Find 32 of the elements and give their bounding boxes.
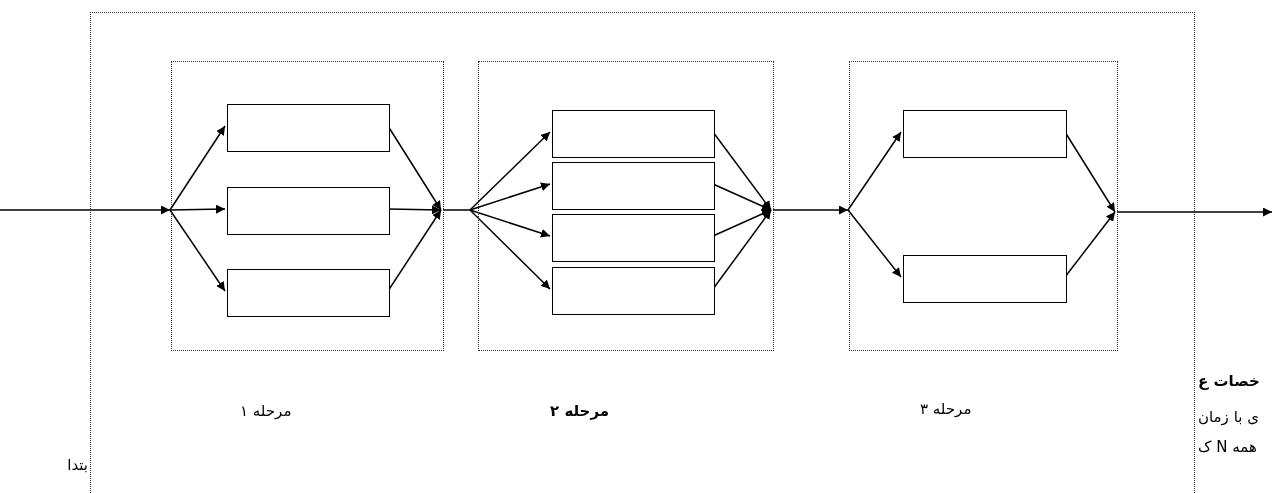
arrow: [772, 205, 849, 215]
process-box: [552, 110, 715, 158]
process-box: [903, 110, 1067, 158]
process-box: [227, 187, 390, 235]
arrow: [469, 182, 551, 211]
text-fragment: ی با زمان: [1198, 408, 1259, 426]
arrow: [0, 205, 171, 215]
stage-frame: [478, 61, 774, 351]
text-fragment: بتدا: [67, 456, 88, 474]
arrow: [169, 209, 226, 292]
arrow: [847, 209, 902, 278]
process-box: [552, 267, 715, 315]
stage-frame: [171, 61, 444, 351]
arrow: [169, 125, 226, 211]
arrow: [469, 209, 551, 238]
arrow: [469, 209, 551, 290]
arrow: [169, 204, 226, 214]
text-fragment: همه N ک: [1198, 438, 1257, 456]
arrow: [847, 131, 902, 211]
process-box: [227, 269, 390, 317]
dotted-frame: [90, 12, 1195, 493]
stage-frame: [849, 61, 1118, 351]
text-fragment: خصات ع: [1198, 372, 1260, 390]
arrow: [1116, 207, 1272, 217]
stage-caption: مرحله ۳: [920, 400, 972, 418]
process-box: [903, 255, 1067, 303]
process-box: [552, 162, 715, 210]
process-box: [227, 104, 390, 152]
stage-caption: مرحله ۲: [550, 402, 610, 420]
arrow: [469, 131, 551, 211]
stage-caption: مرحله ۱: [240, 402, 292, 420]
process-box: [552, 214, 715, 262]
